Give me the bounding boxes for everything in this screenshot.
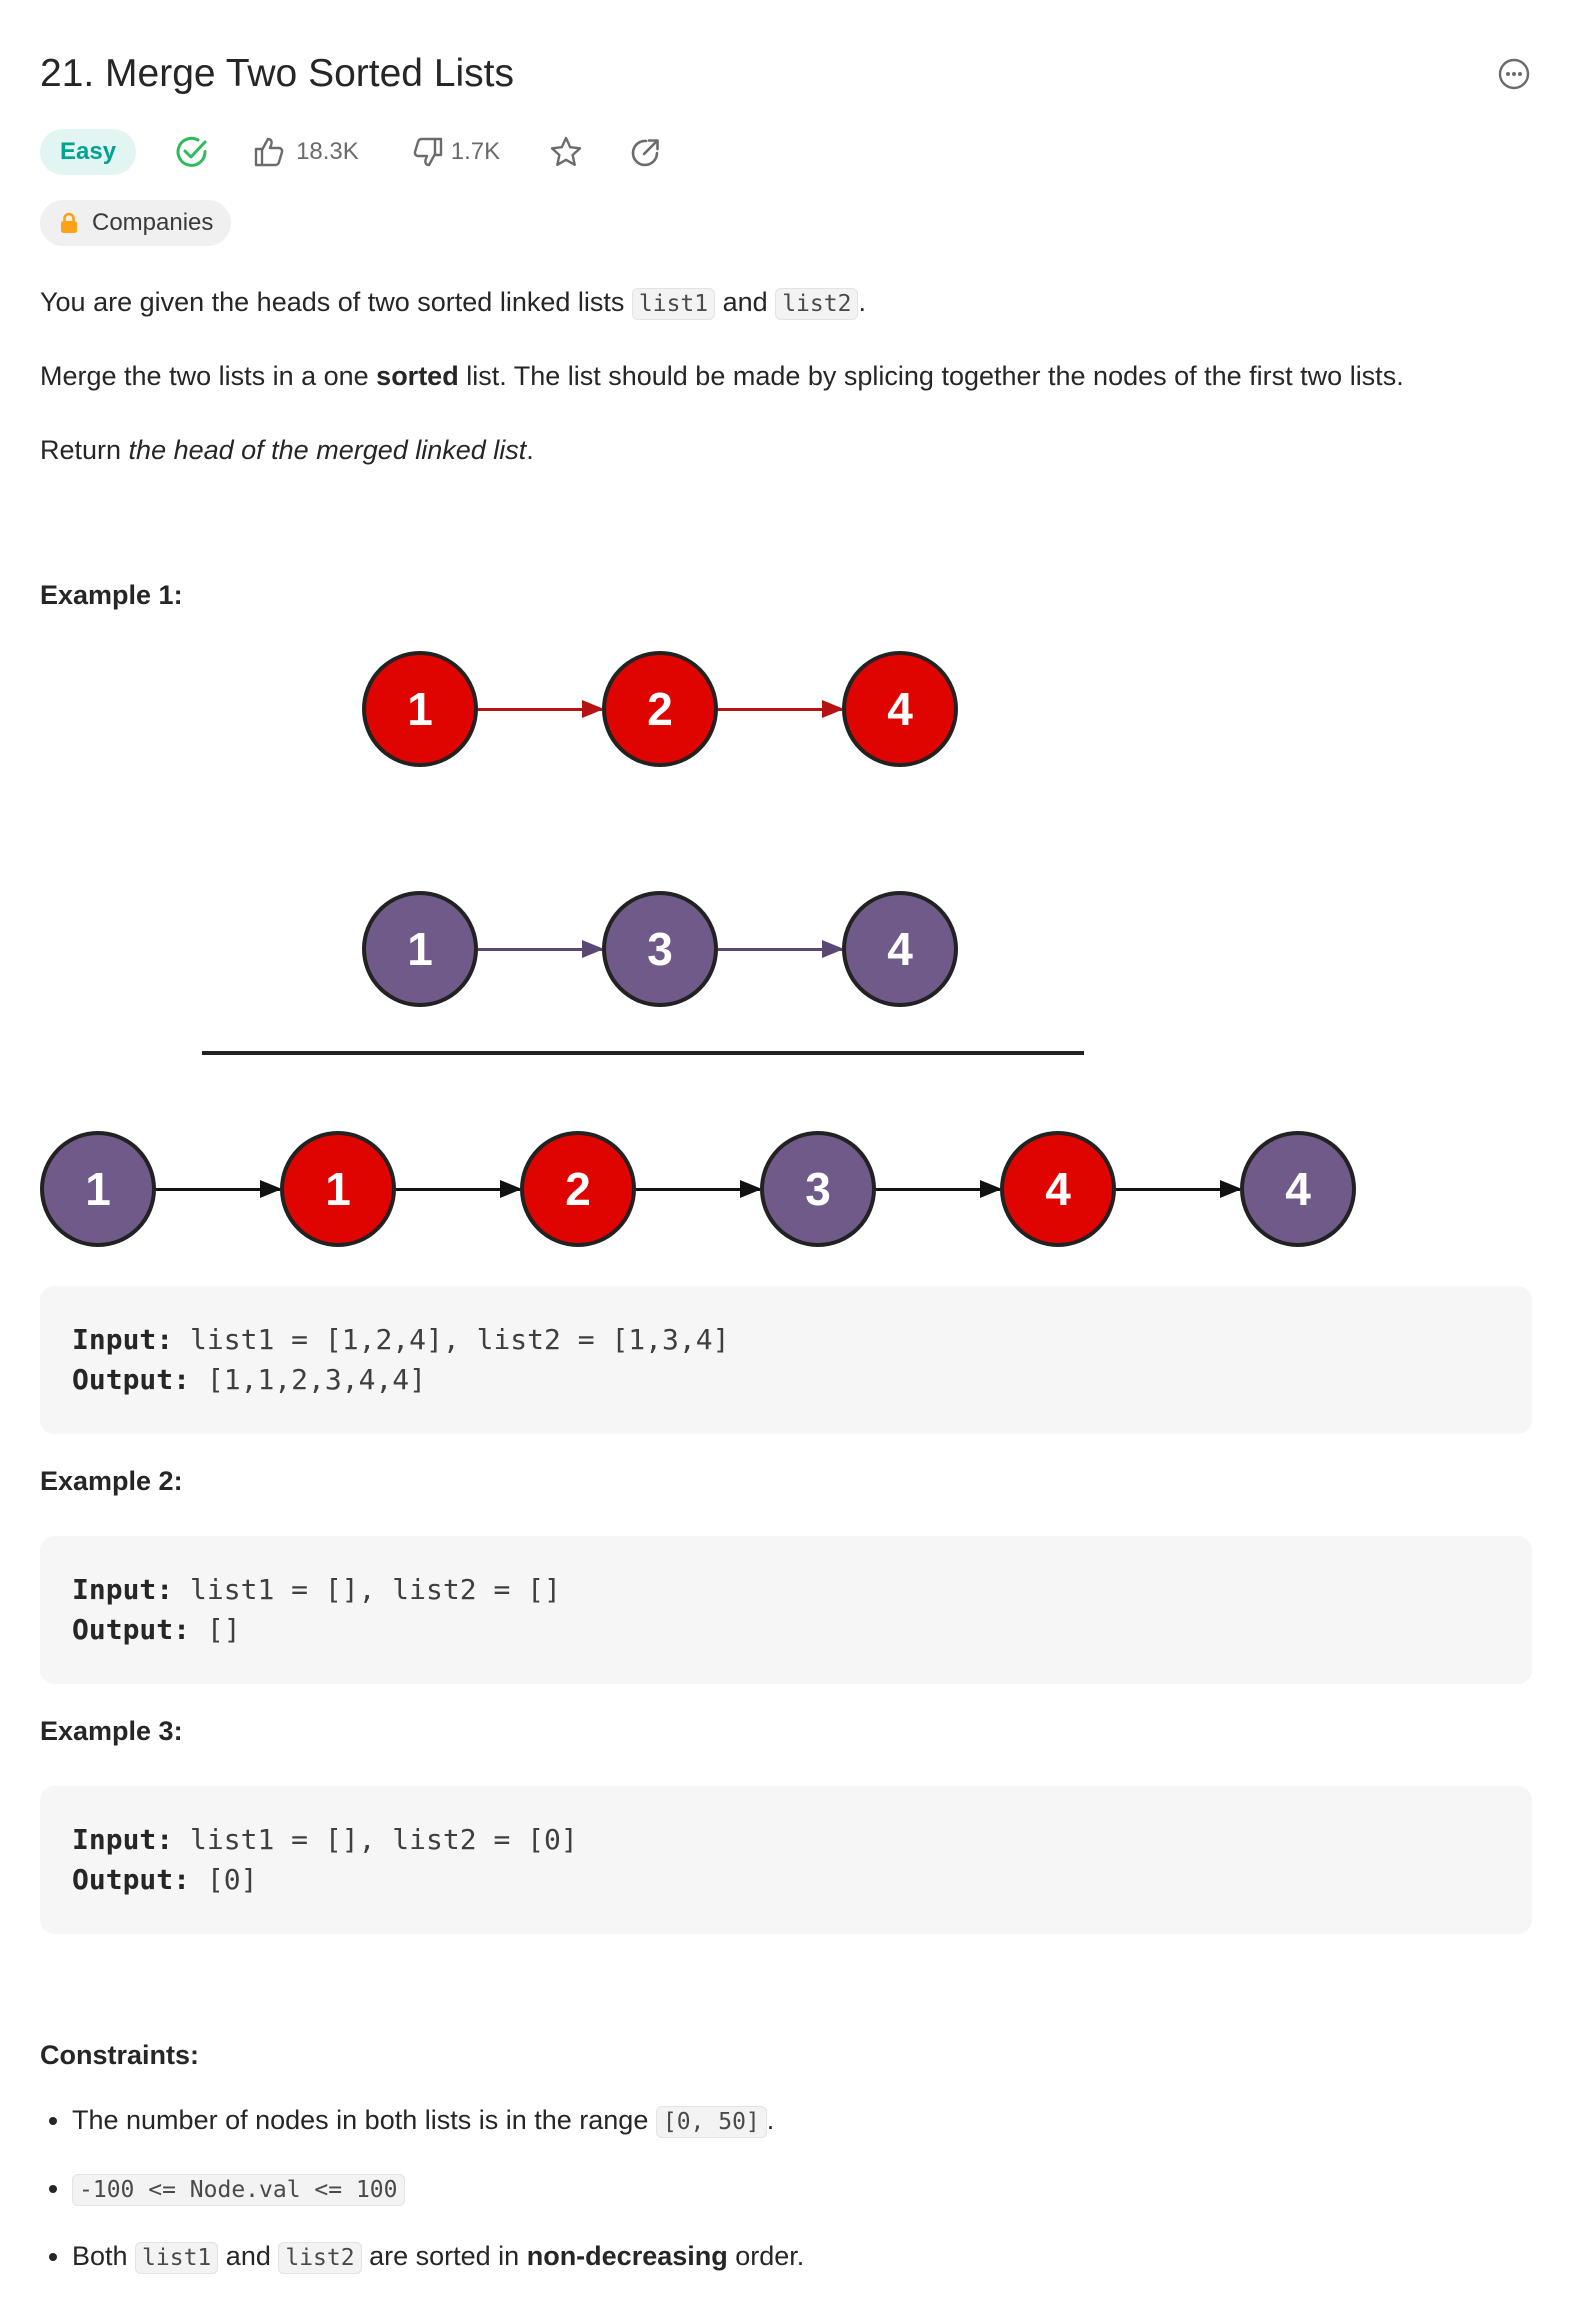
text: list. The list should be made by splicin… (458, 361, 1404, 391)
list1-arrow (718, 700, 844, 718)
example-3-heading: Example 3: (40, 1716, 183, 1746)
inline-code-list2: list2 (278, 2242, 362, 2274)
list2-node: 4 (842, 891, 958, 1007)
check-circle-icon (176, 136, 207, 167)
text: order. (727, 2241, 805, 2271)
title-row: 21. Merge Two Sorted Lists (40, 46, 1532, 102)
text: . (526, 435, 534, 465)
meta-row: Easy 18.3K 1.7K (40, 128, 664, 176)
output-label: Output: (72, 1613, 191, 1646)
merged-node: 4 (1240, 1131, 1356, 1247)
input-label: Input: (72, 1573, 174, 1606)
example-2-heading: Example 2: (40, 1466, 183, 1496)
lock-icon (61, 212, 77, 233)
input-value: list1 = [], list2 = [0] (173, 1823, 578, 1856)
input-label: Input: (72, 1323, 174, 1356)
thumbs-down-icon (413, 137, 442, 167)
merged-arrow (156, 1180, 282, 1198)
difficulty-badge: Easy (40, 129, 137, 175)
text: Both (72, 2241, 136, 2271)
text: and (218, 2241, 279, 2271)
share-button[interactable] (628, 134, 664, 170)
output-label: Output: (72, 1863, 191, 1896)
merged-node: 4 (1000, 1131, 1116, 1247)
inline-code-node-val: -100 <= Node.val <= 100 (72, 2174, 405, 2206)
merged-node: 1 (280, 1131, 396, 1247)
text: The number of nodes in both lists is in … (72, 2105, 656, 2135)
list2-arrow (478, 940, 604, 958)
output-value: [0] (190, 1863, 258, 1896)
merged-arrow (636, 1180, 762, 1198)
bold-text: non-decreasing (526, 2241, 728, 2271)
example-1-code: Input: list1 = [1,2,4], list2 = [1,3,4] … (40, 1286, 1532, 1434)
list1-node: 2 (602, 651, 718, 767)
dislike-count: 1.7K (450, 138, 501, 165)
constraints-list: The number of nodes in both lists is in … (40, 2100, 804, 2304)
like-button[interactable]: 18.3K (252, 135, 359, 169)
companies-label: Companies (92, 209, 214, 236)
description-paragraph-3: Return the head of the merged linked lis… (40, 430, 534, 470)
list1-node: 1 (362, 651, 478, 767)
like-count: 18.3K (296, 138, 359, 165)
constraint-item: The number of nodes in both lists is in … (72, 2100, 804, 2142)
description-paragraph-1: You are given the heads of two sorted li… (40, 282, 866, 324)
text: . (766, 2105, 775, 2135)
list2-node: 1 (362, 891, 478, 1007)
list2-node: 3 (602, 891, 718, 1007)
list1-arrow (478, 700, 604, 718)
example-3-code: Input: list1 = [], list2 = [0] Output: [… (40, 1786, 1532, 1934)
input-value: list1 = [], list2 = [] (173, 1573, 561, 1606)
more-dots-icon (1498, 58, 1530, 90)
merged-node: 2 (520, 1131, 636, 1247)
constraint-item: -100 <= Node.val <= 100 (72, 2168, 804, 2210)
thumbs-up-icon (254, 137, 284, 167)
inline-code-list1: list1 (631, 288, 716, 320)
text: Return (40, 435, 129, 465)
list1-node: 4 (842, 651, 958, 767)
text: are sorted in (361, 2241, 527, 2271)
solved-status (174, 134, 210, 170)
text: and (715, 287, 776, 317)
output-label: Output: (72, 1363, 191, 1396)
dislike-button[interactable]: 1.7K (411, 135, 500, 169)
merged-arrow (876, 1180, 1002, 1198)
problem-title: 21. Merge Two Sorted Lists (40, 52, 515, 95)
merged-node: 3 (760, 1131, 876, 1247)
list2-arrow (718, 940, 844, 958)
more-options-button[interactable] (1496, 56, 1532, 92)
merge-divider-line (202, 1051, 1084, 1055)
favorite-button[interactable] (548, 134, 584, 170)
text: . (858, 287, 866, 317)
italic-text: the head of the merged linked list (128, 435, 527, 465)
text: Merge the two lists in a one (40, 361, 377, 391)
merged-arrow (1116, 1180, 1242, 1198)
share-icon (631, 139, 659, 167)
companies-tag[interactable]: Companies (40, 200, 232, 246)
merged-arrow (396, 1180, 522, 1198)
output-value: [] (190, 1613, 241, 1646)
example-1-heading: Example 1: (40, 580, 183, 610)
merged-node: 1 (40, 1131, 156, 1247)
output-value: [1,1,2,3,4,4] (190, 1363, 427, 1396)
inline-code-range: [0, 50] (655, 2106, 767, 2138)
input-value: list1 = [1,2,4], list2 = [1,3,4] (173, 1323, 730, 1356)
inline-code-list2: list2 (775, 288, 859, 320)
constraints-heading: Constraints: (40, 2040, 200, 2070)
example-1-diagram: 1 2 4 1 3 4 1 1 2 3 4 4 (40, 628, 1440, 1258)
bold-text: sorted (376, 361, 459, 391)
input-label: Input: (72, 1823, 174, 1856)
example-2-code: Input: list1 = [], list2 = [] Output: [] (40, 1536, 1532, 1684)
star-icon (550, 136, 582, 166)
text: You are given the heads of two sorted li… (40, 287, 632, 317)
inline-code-list1: list1 (135, 2242, 219, 2274)
description-paragraph-2: Merge the two lists in a one sorted list… (40, 356, 1404, 396)
constraint-item: Both list1 and list2 are sorted in non-d… (72, 2236, 804, 2278)
